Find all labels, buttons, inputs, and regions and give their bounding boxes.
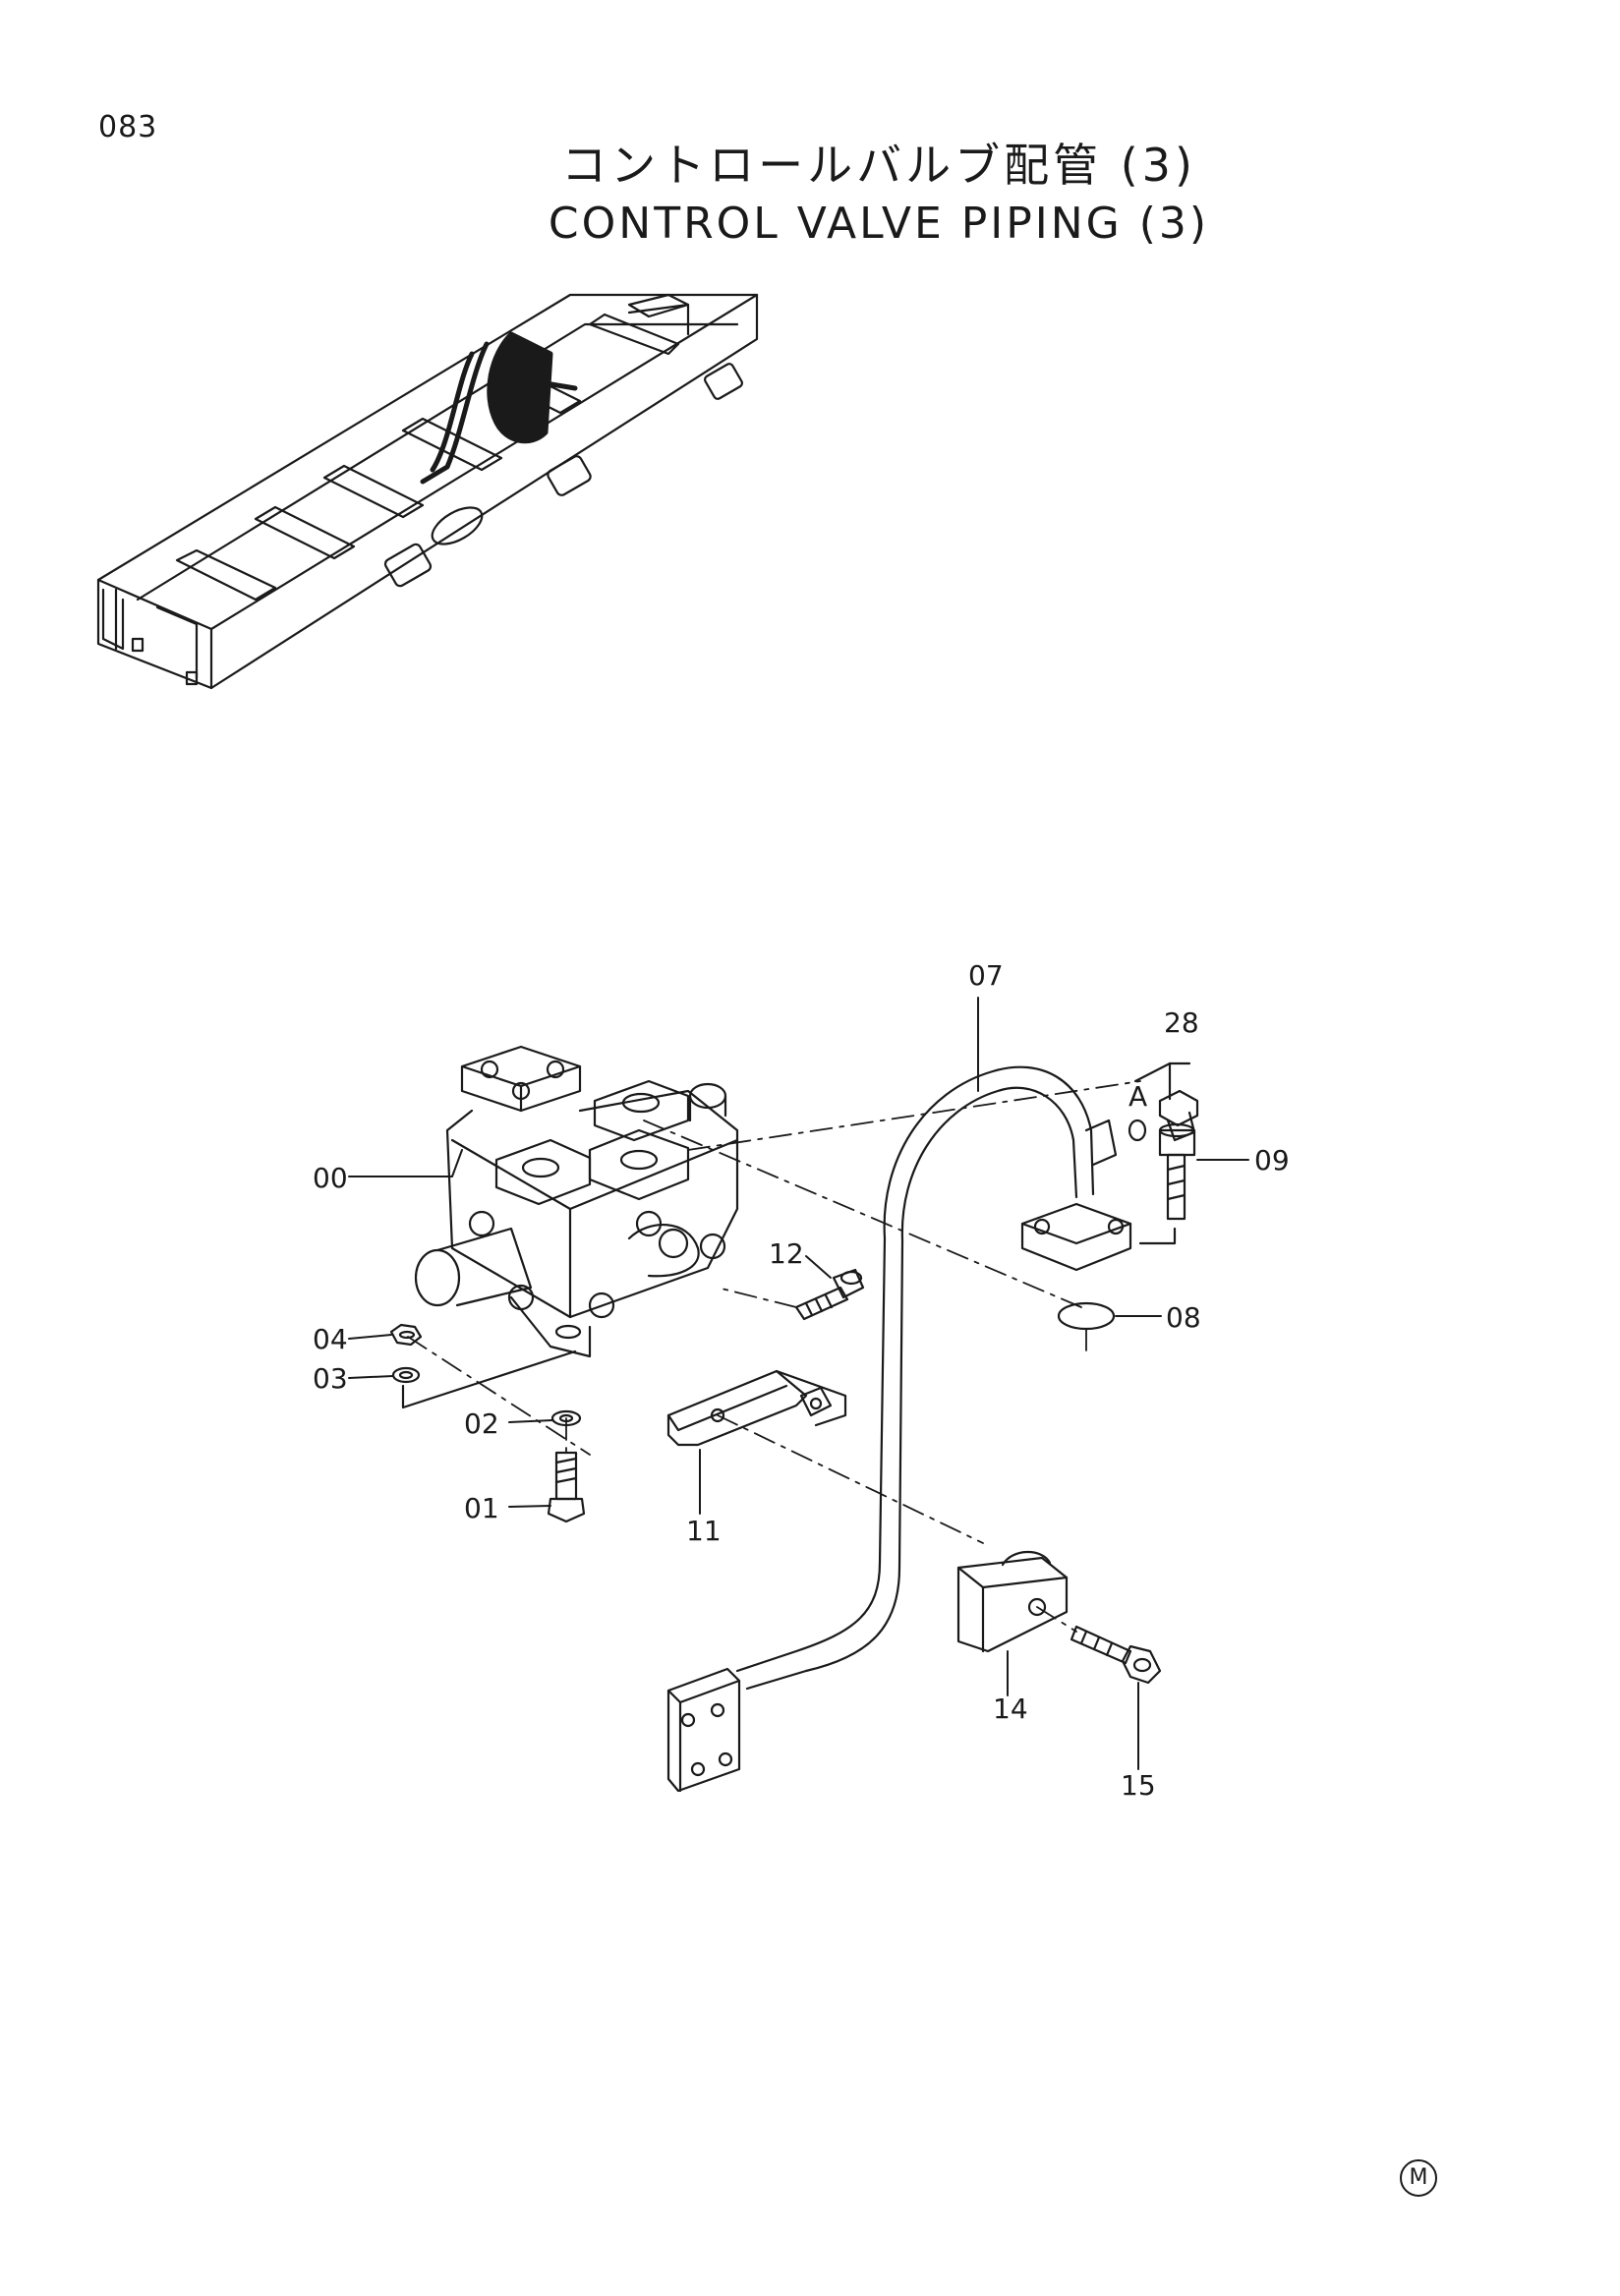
callout-04: 04 — [313, 1323, 348, 1355]
page-number: 083 — [98, 110, 158, 144]
page-title-english: CONTROL VALVE PIPING (3) — [548, 199, 1210, 249]
valve-mounting-hardware — [389, 1323, 586, 1523]
callout-00: 00 — [313, 1162, 348, 1194]
callout-03: 03 — [313, 1362, 348, 1395]
detail-label-a: A — [1128, 1080, 1147, 1113]
callout-09: 09 — [1254, 1144, 1290, 1177]
callout-14: 14 — [993, 1693, 1028, 1725]
registered-mark: M — [1400, 2159, 1437, 2197]
callout-01: 01 — [464, 1492, 499, 1524]
callout-28: 28 — [1164, 1006, 1199, 1039]
title-block: コントロールバルブ配管 (3) CONTROL VALVE PIPING (3) — [0, 136, 1620, 254]
frame-overview-illustration — [96, 293, 759, 690]
pipe-07 — [666, 1065, 1132, 1793]
callout-08: 08 — [1166, 1301, 1201, 1334]
page-title-japanese: コントロールバルブ配管 (3) — [561, 139, 1196, 192]
bracket-11 — [666, 1369, 847, 1447]
callout-12: 12 — [769, 1237, 804, 1270]
leader-lines — [348, 997, 1249, 1770]
callout-02: 02 — [464, 1407, 499, 1440]
control-valve-assembly — [414, 1045, 739, 1358]
callout-15: 15 — [1121, 1769, 1156, 1802]
callout-11: 11 — [686, 1515, 722, 1547]
assembly-centerlines — [407, 1080, 1141, 1633]
clamp-and-bolt — [956, 1550, 1162, 1685]
callout-07: 07 — [968, 959, 1004, 992]
bolt-12 — [794, 1268, 865, 1321]
